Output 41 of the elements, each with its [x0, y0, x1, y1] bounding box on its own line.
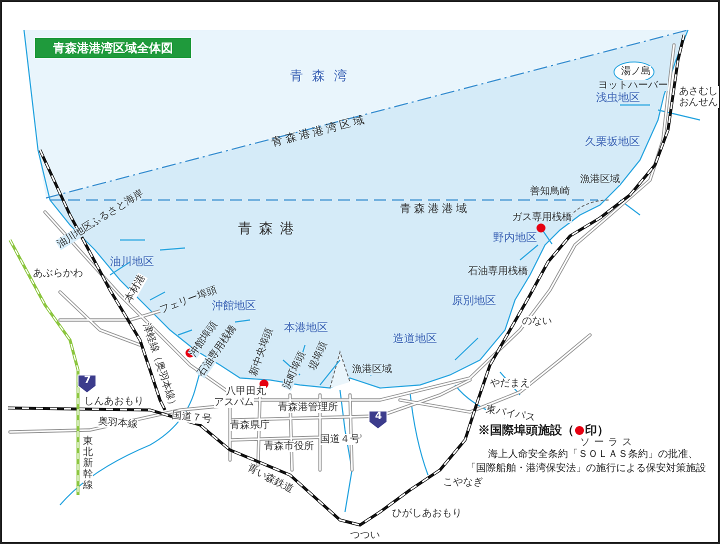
district-name: 油川地区	[110, 256, 154, 268]
legend-text: ※国際埠頭施設（	[478, 422, 574, 439]
place-label: 青森市役所	[264, 441, 314, 452]
place-label: しんあおもり	[84, 396, 144, 407]
port-name: 青森港	[238, 222, 301, 238]
place-label: つつい	[350, 530, 380, 541]
note-text: 海上人命安全条約「ＳＯＬＡＳ条約」の批准、	[488, 449, 698, 460]
place-label: 国道４号	[320, 434, 360, 445]
place-label: ひがしあおもり	[392, 508, 462, 519]
district-name: 本港地区	[284, 322, 328, 334]
place-label: ヨットハーバー	[598, 80, 668, 91]
place-label: 善知鳥崎	[530, 186, 570, 197]
place-label: ガス専用桟橋	[512, 212, 572, 223]
ruby-reading: ソーラス	[580, 437, 636, 448]
place-label: こやなぎ	[443, 477, 483, 488]
district-name: 浅虫地区	[596, 92, 640, 104]
place-label: やだまえ	[490, 378, 530, 389]
place-label: 八甲田丸	[226, 386, 266, 397]
boundary-name: 青森港港湾区域	[270, 113, 369, 149]
place-label: 漁港区域	[580, 174, 620, 185]
route-number: 7	[84, 375, 91, 386]
district-name: 原別地区	[452, 295, 496, 308]
place-label: のない	[522, 316, 552, 327]
bay-name: 青森湾	[290, 70, 356, 84]
place-label: 漁港区域	[352, 364, 392, 375]
district-name: 野内地区	[493, 232, 537, 244]
place-label: 石油専用桟橋	[468, 266, 528, 277]
place-label: 青森県庁	[230, 420, 270, 431]
district-name: 造道地区	[393, 333, 437, 346]
place-label: アスパム	[214, 397, 254, 408]
map-title: 青森港港湾区域全体図	[35, 38, 191, 58]
place-label: 湯ノ島	[621, 66, 651, 77]
route-number: 4	[375, 411, 382, 422]
place-label: あぶらかわ	[33, 268, 83, 279]
place-label: 青森港管理所	[278, 402, 338, 413]
legend-text: 印）	[585, 422, 609, 438]
place-label: あさむしおんせん	[679, 86, 719, 108]
district-name: 久栗坂地区	[585, 136, 640, 148]
railway-name: 東北新幹線	[83, 436, 93, 491]
note-text: 「国際船舶・港湾保安法」の施行による保安対策施設	[466, 463, 706, 474]
boundary-name: 青森港港域	[400, 203, 470, 216]
